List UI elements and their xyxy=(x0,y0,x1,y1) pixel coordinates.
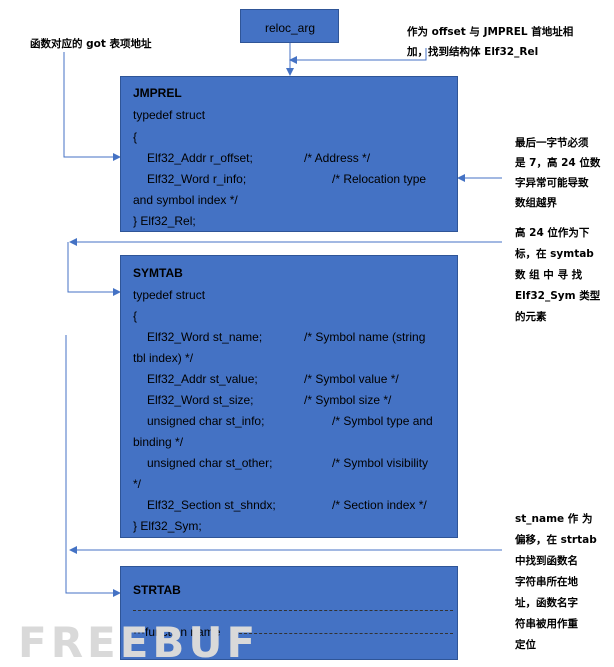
strtab-divider xyxy=(133,610,453,611)
symtab-line: */ xyxy=(133,477,142,491)
symtab-line: /* Symbol size */ xyxy=(304,393,392,407)
freebuf-watermark: FREEBUF xyxy=(18,618,260,667)
reloc-arg-box: reloc_arg xyxy=(240,9,339,43)
symtab-line: Elf32_Addr st_value; xyxy=(147,372,258,386)
reloc-arg-label: reloc_arg xyxy=(265,21,316,35)
arrow-offset-note xyxy=(289,48,427,64)
offset-note-line2: 加，找到结构体 Elf32_Rel xyxy=(407,46,539,58)
symtab-line: /* Symbol name (string xyxy=(304,330,426,344)
symtab-line: /* Symbol value */ xyxy=(304,372,399,386)
jmprel-line: and symbol index */ xyxy=(133,193,238,207)
got-note: 函数对应的 got 表项地址 xyxy=(30,38,152,50)
jmprel-box: JMPREL typedef struct { Elf32_Addr r_off… xyxy=(120,76,458,232)
strtab-box: STRTAB ···function name xyxy=(120,566,458,660)
jmprel-line: /* Relocation type xyxy=(332,172,427,186)
symtab-line: /* Symbol type and xyxy=(332,414,433,428)
jmprel-line: typedef struct xyxy=(133,108,206,122)
function-name-leader xyxy=(239,633,453,634)
jmprel-line: Elf32_Addr r_offset; xyxy=(147,151,253,165)
symtab-line: binding */ xyxy=(133,435,184,449)
arrow-st-name xyxy=(65,335,121,597)
symtab-line: unsigned char st_other; xyxy=(147,456,273,470)
function-name-label: ···function name xyxy=(133,625,221,639)
symtab-title: SYMTAB xyxy=(133,266,183,280)
symtab-line: Elf32_Section st_shndx; xyxy=(147,498,276,512)
jmprel-line: } Elf32_Rel; xyxy=(133,214,196,228)
strtab-title: STRTAB xyxy=(133,583,181,597)
symtab-line: Elf32_Word st_name; xyxy=(147,330,263,344)
offset-note-line1: 作为 offset 与 JMPREL 首地址相 xyxy=(407,26,574,38)
symtab-line: { xyxy=(133,309,138,323)
symtab-line: /* Symbol visibility xyxy=(332,456,429,470)
symtab-line: unsigned char st_info; xyxy=(147,414,265,428)
symtab-line: tbl index) */ xyxy=(133,351,194,365)
jmprel-line: { xyxy=(133,130,138,144)
symtab-line: typedef struct xyxy=(133,288,206,302)
arrow-got-note xyxy=(63,52,121,161)
symtab-line: } Elf32_Sym; xyxy=(133,519,202,533)
symtab-box: SYMTAB typedef struct { Elf32_Word st_na… xyxy=(120,255,458,538)
jmprel-line: Elf32_Word r_info; xyxy=(147,172,247,186)
symtab-line: Elf32_Word st_size; xyxy=(147,393,254,407)
jmprel-line: /* Address */ xyxy=(304,151,371,165)
arrow-to-symtab xyxy=(67,242,121,296)
jmprel-title: JMPREL xyxy=(133,86,182,100)
symtab-line: /* Section index */ xyxy=(332,498,427,512)
